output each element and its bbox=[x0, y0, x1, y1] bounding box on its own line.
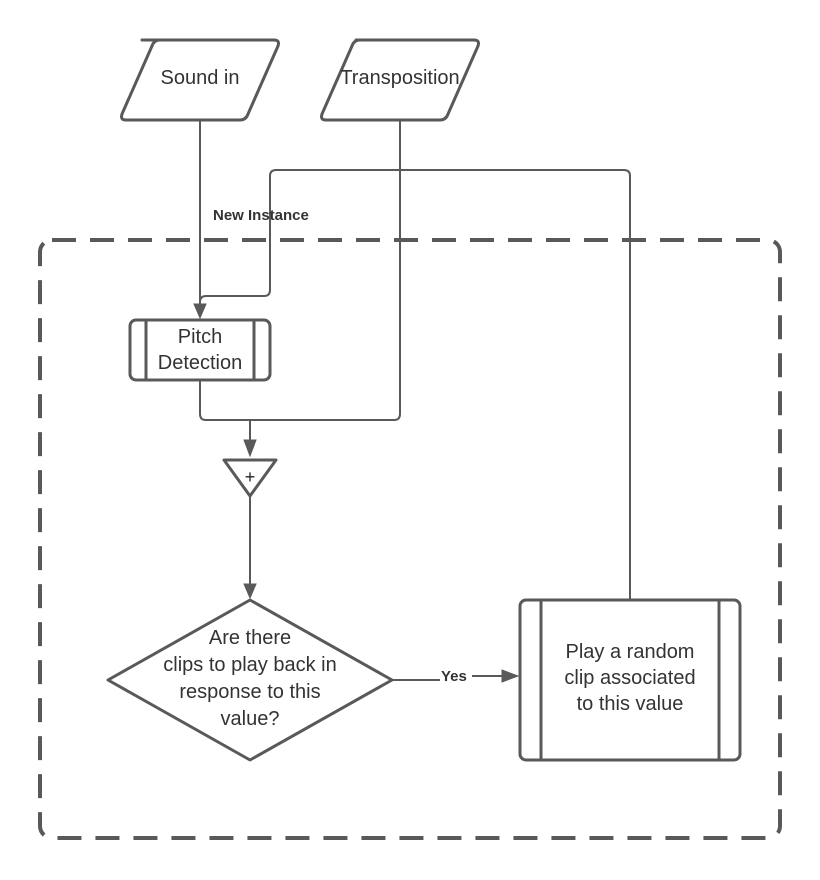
node-summing-junction: + bbox=[222, 458, 278, 498]
label-transposition: Transposition bbox=[340, 67, 459, 89]
node-pitch-detection: Pitch Detection bbox=[128, 318, 272, 382]
label-play-line-3: to this value bbox=[577, 693, 684, 715]
arrow-into-play-clip bbox=[501, 669, 520, 683]
label-play-line-2: clip associated bbox=[564, 667, 695, 689]
label-decision-line-4: value? bbox=[221, 708, 280, 730]
label-decision-line-2: clips to play back in bbox=[163, 654, 336, 676]
node-sound-in: Sound in bbox=[120, 38, 280, 122]
node-play-clip: Play a random clip associated to this va… bbox=[518, 598, 742, 762]
label-pitch-line-1: Pitch bbox=[178, 326, 222, 348]
edge-label-yes: Yes bbox=[441, 668, 467, 685]
arrow-into-decision bbox=[243, 583, 257, 600]
label-play-line-1: Play a random bbox=[566, 641, 695, 663]
edge-transposition-merge bbox=[199, 120, 401, 421]
label-decision-line-1: Are there bbox=[209, 627, 291, 649]
label-sound-in: Sound in bbox=[161, 67, 240, 89]
label-decision-line-3: response to this bbox=[179, 681, 320, 703]
edge-label-new-instance: New Instance bbox=[213, 207, 309, 224]
instance-container bbox=[38, 238, 782, 840]
node-transposition: Transposition bbox=[320, 38, 480, 122]
label-pitch-line-2: Detection bbox=[158, 352, 243, 374]
arrow-into-pitch bbox=[193, 303, 207, 320]
node-decision: Are there clips to play back in response… bbox=[106, 598, 394, 762]
label-plus: + bbox=[245, 467, 256, 487]
arrow-into-sum bbox=[243, 439, 257, 458]
edge-new-instance-loop bbox=[199, 169, 631, 600]
